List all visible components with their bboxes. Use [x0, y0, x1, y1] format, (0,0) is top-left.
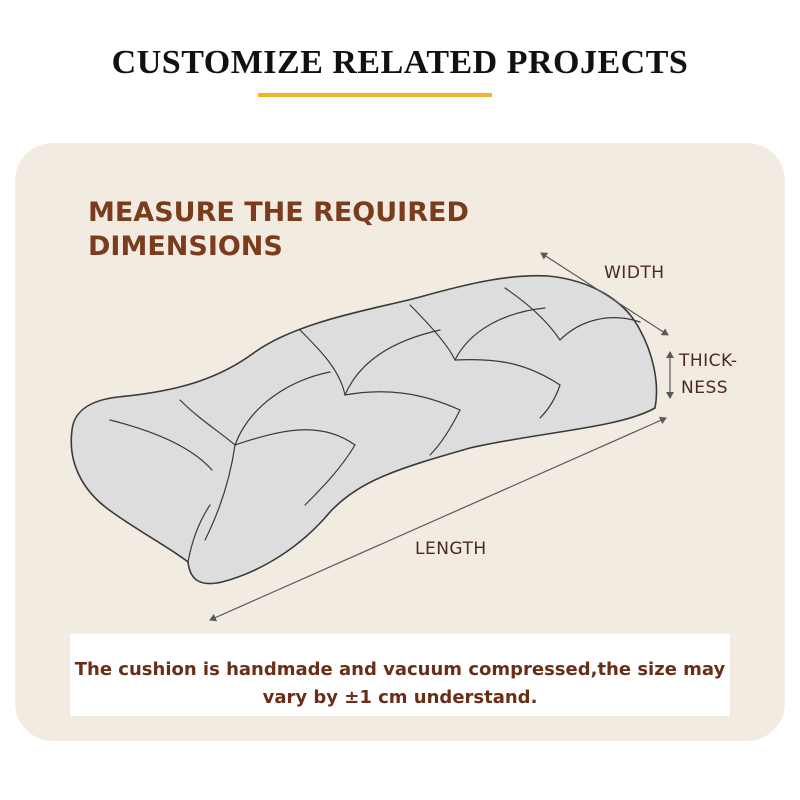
subtitle-line-2: DIMENSIONS: [88, 231, 283, 262]
subtitle-line-1: MEASURE THE REQUIRED: [88, 197, 469, 228]
length-label: LENGTH: [415, 539, 487, 559]
length-arrow: [209, 416, 667, 622]
page-title: CUSTOMIZE RELATED PROJECTS: [111, 44, 689, 81]
size-note-line-2: vary by ±1 cm understand.: [262, 687, 538, 708]
size-note-line-1: The cushion is handmade and vacuum compr…: [74, 659, 726, 680]
width-arrow: [540, 252, 669, 336]
note-box: [70, 634, 730, 716]
section-subtitle: MEASURE THE REQUIRED DIMENSIONS: [88, 196, 508, 264]
width-label: WIDTH: [604, 263, 665, 283]
size-note: The cushion is handmade and vacuum compr…: [70, 656, 730, 712]
cushion-illustration: [70, 274, 658, 585]
cushion-outline: [70, 274, 658, 585]
title-underline: [258, 93, 492, 97]
thickness-label-line-1: THICK-: [679, 351, 738, 371]
thickness-label-line-2: NESS: [681, 378, 729, 398]
